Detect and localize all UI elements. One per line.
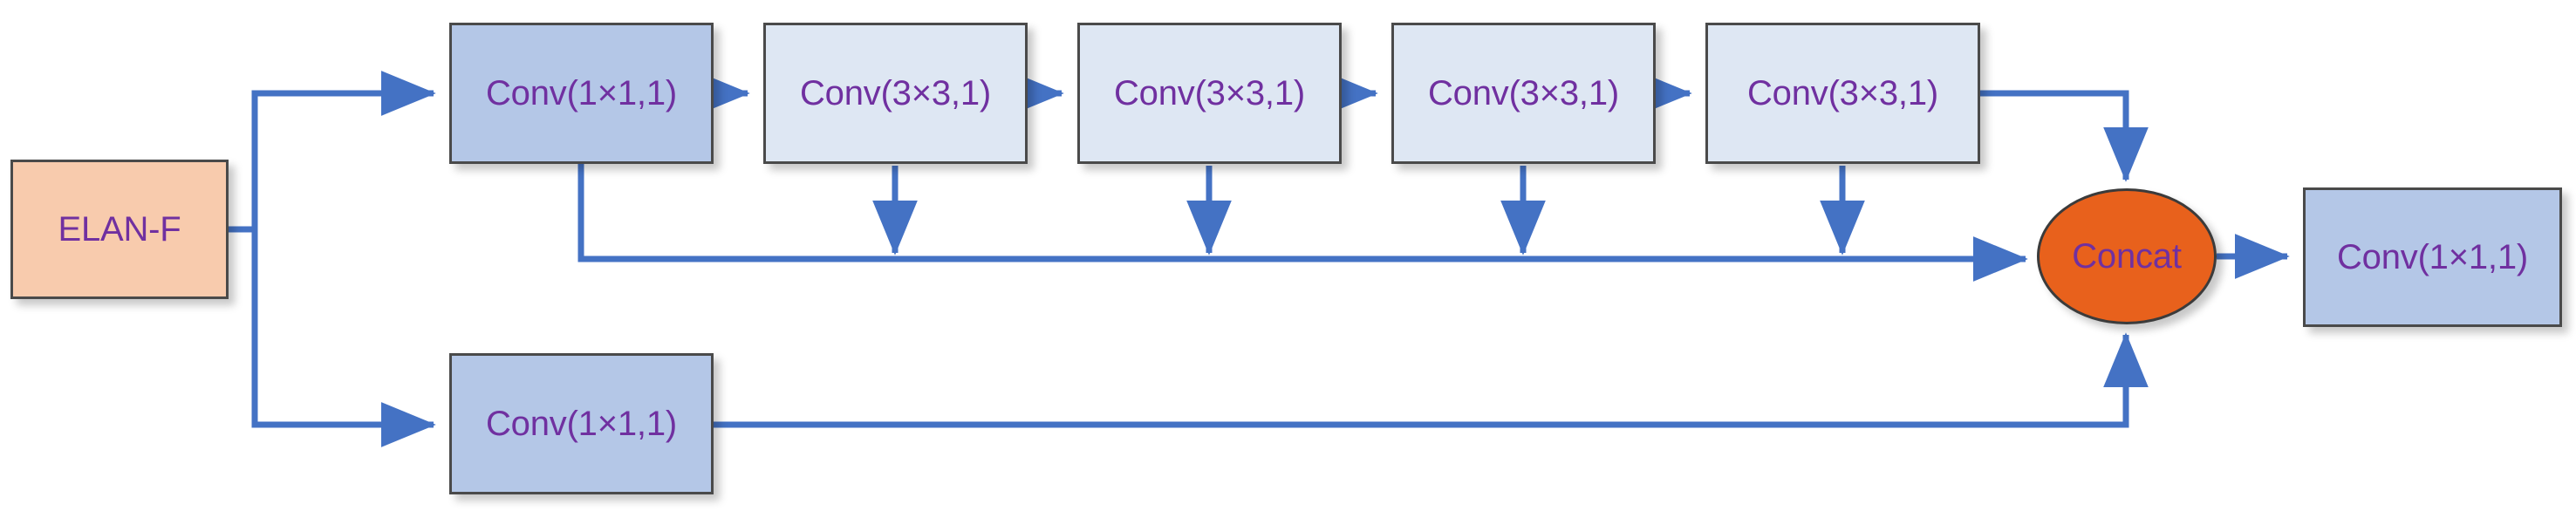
- node-conv-out-label: Conv(1×1,1): [2336, 238, 2529, 276]
- node-conv-top-4-label: Conv(3×3,1): [1427, 74, 1620, 112]
- edge-elanf-to-conv-top-1: [251, 71, 436, 229]
- node-elan-f[interactable]: ELAN-F: [10, 160, 229, 299]
- edge-conv-top-5-to-concat-top: [1980, 90, 2149, 182]
- edge-elanf-to-conv-bottom: [251, 229, 436, 447]
- node-conv-top-1-label: Conv(1×1,1): [485, 74, 678, 112]
- node-conv-top-3[interactable]: Conv(3×3,1): [1077, 23, 1342, 164]
- node-concat[interactable]: Concat: [2037, 188, 2217, 324]
- node-conv-top-2-label: Conv(3×3,1): [799, 74, 992, 112]
- node-concat-label: Concat: [2072, 237, 2182, 276]
- node-conv-top-4[interactable]: Conv(3×3,1): [1391, 23, 1656, 164]
- node-conv-top-1[interactable]: Conv(1×1,1): [449, 23, 714, 164]
- node-conv-bottom-label: Conv(1×1,1): [485, 405, 678, 443]
- node-conv-top-2[interactable]: Conv(3×3,1): [763, 23, 1028, 164]
- edge-conv-bottom-to-concat: [714, 332, 2149, 428]
- node-conv-top-5-label: Conv(3×3,1): [1746, 74, 1939, 112]
- node-elan-f-label: ELAN-F: [58, 210, 181, 249]
- node-conv-top-3-label: Conv(3×3,1): [1113, 74, 1306, 112]
- edge-conv-top-1-to-bus: [577, 164, 2015, 262]
- node-conv-bottom[interactable]: Conv(1×1,1): [449, 353, 714, 494]
- node-conv-top-5[interactable]: Conv(3×3,1): [1705, 23, 1980, 164]
- node-conv-out[interactable]: Conv(1×1,1): [2303, 187, 2562, 327]
